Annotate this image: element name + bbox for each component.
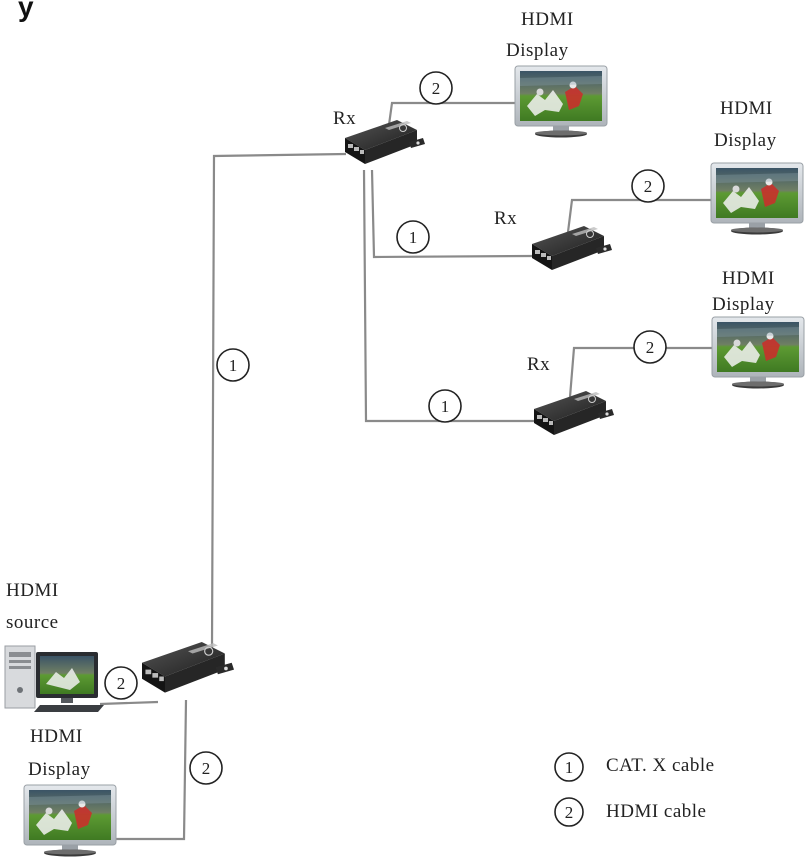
legend-hdmi-text: HDMI cable [606,801,707,822]
marker-hdmi-display2: 2 [631,169,665,203]
rx-label-2: Rx [494,208,517,229]
rx-label-3: Rx [527,354,550,375]
legend-item-cat: 1 CAT. X cable [554,752,715,782]
display-2-label-display: Display [714,130,777,151]
rx-label-1: Rx [333,108,356,129]
svg-text:1: 1 [409,228,418,247]
display-2-label-hdmi: HDMI [720,98,773,119]
cat-cable-rx1-rx3 [362,169,534,423]
hdmi-display-local [23,784,117,857]
receiver-2 [531,225,613,271]
marker-hdmi-display1: 2 [419,71,453,105]
transmitter [141,641,235,694]
hdmi-cable-source-tx [99,700,159,706]
cat-cable-rx1-rx2 [370,169,533,259]
svg-text:2: 2 [565,803,574,822]
svg-text:2: 2 [202,759,211,778]
hdmi-display-2 [710,162,804,235]
svg-text:2: 2 [432,79,441,98]
legend-cat-text: CAT. X cable [606,755,715,776]
source-label-source: source [6,612,59,633]
display-1-label-hdmi: HDMI [521,9,574,30]
hdmi-cable-rx2-display [566,198,711,233]
cat-cable-main [210,152,347,649]
marker-cat-main: 1 [216,348,250,382]
svg-text:2: 2 [644,177,653,196]
display-3-label-hdmi: HDMI [722,268,775,289]
svg-text:1: 1 [441,397,450,416]
display-3-label-display: Display [712,294,775,315]
marker-hdmi-source: 2 [104,666,138,700]
svg-text:2: 2 [117,674,126,693]
receiver-1 [344,119,426,165]
svg-text:2: 2 [646,338,655,357]
display-1-label-display: Display [506,40,569,61]
hdmi-display-3 [711,316,805,389]
marker-hdmi-local-display: 2 [189,751,223,785]
marker-hdmi-display3: 2 [633,330,667,364]
hdmi-cable-rx1-display [386,101,522,133]
svg-text:1: 1 [229,356,238,375]
legend: 1 CAT. X cable 2 HDMI cable [554,752,715,827]
receiver-3 [533,390,615,436]
cables [80,101,712,841]
local-display-label-display: Display [28,759,91,780]
marker-cat-rx3: 1 [428,389,462,423]
heading-fragment: y [18,0,34,22]
local-display-label-hdmi: HDMI [30,726,83,747]
source-label-hdmi: HDMI [6,580,59,601]
svg-text:1: 1 [565,758,574,777]
legend-item-hdmi: 2 HDMI cable [554,797,707,827]
hdmi-display-1 [514,65,608,138]
hdmi-source-computer [4,645,104,712]
marker-cat-rx2: 1 [396,220,430,254]
